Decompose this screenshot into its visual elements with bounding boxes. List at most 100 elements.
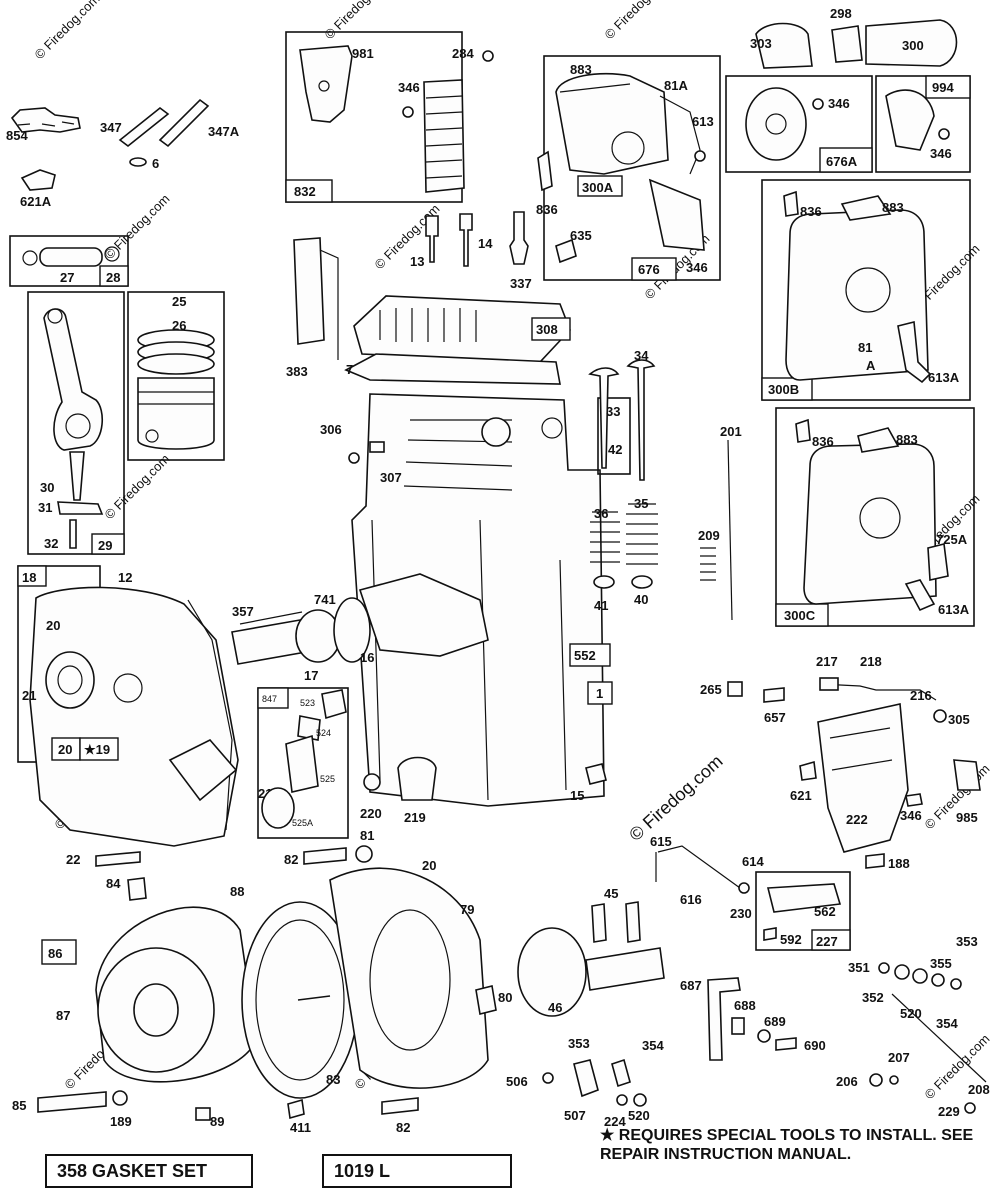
label-981: 981 [352,46,374,61]
label-300: 300 [902,38,924,53]
label-219: 219 [404,810,426,825]
key-357 [239,611,303,625]
label-79: 79 [460,902,474,917]
piston-shape [137,377,215,450]
screw-613 [694,150,706,162]
muffler-300A [555,72,669,175]
label-1: 1 [596,686,603,701]
label-298: 298 [830,6,852,21]
label-17: 17 [304,668,318,683]
label-836b: 836 [800,204,822,219]
label-525: 525 [320,774,335,784]
label-847: 847 [262,694,277,704]
rod-small-end [47,308,63,324]
lock-plate-31 [57,501,104,515]
label-300A: 300A [582,180,614,195]
label-687: 687 [680,978,702,993]
label-A: A [866,358,876,373]
washer-520b [931,973,945,987]
label-836c: 836 [812,434,834,449]
spring-36 [590,511,620,563]
label-207: 207 [888,1050,910,1065]
part-207 [889,1075,899,1085]
muffler-300C-port [859,497,901,539]
label-552: 552 [574,648,596,663]
label-22: 22 [66,852,80,867]
box-300C: 836 883 725A 613A 300C [775,407,975,627]
nut-305 [933,709,947,723]
seal-20 [45,651,95,709]
label-21a: 21 [22,688,36,703]
label-676A: 676A [826,154,858,169]
label-189: 189 [110,1114,132,1129]
box-832: 981 284 346 832 [285,31,494,203]
label-265: 265 [700,682,722,697]
label-81A: 81A [664,78,688,93]
part-307 [369,441,385,453]
rod-big-end [65,413,91,439]
part-621A-shape [20,169,56,191]
tag-18 [17,565,47,587]
part-81A-b [897,320,932,384]
rod-616 [657,845,741,889]
muffler-300B-port [845,267,891,313]
label-83: 83 [326,1072,340,1087]
label-836a: 836 [536,202,558,217]
watermark-text: © Firedog.com [102,451,173,522]
label-86: 86 [48,946,62,961]
retainer-right [104,246,120,262]
block-bore [481,417,511,447]
part-635 [555,238,577,264]
label-300B: 300B [768,382,799,397]
box-676A-frame [725,75,873,173]
cover-boss [113,673,143,703]
label-41: 41 [594,598,608,613]
label-217: 217 [816,654,838,669]
part-300 [865,19,958,67]
label-741: 741 [314,592,336,607]
label-854: 854 [6,128,28,143]
muffler-300B [785,209,929,381]
screw-188 [865,853,885,869]
governor-part-21 [168,739,238,802]
label-20b: 20 [58,742,72,757]
tag-552 [569,643,611,667]
retainer-41 [593,575,615,589]
label-305: 305 [948,712,970,727]
muffler-grid [611,131,645,165]
label-346c: 346 [828,96,850,111]
tappet-45a [591,903,607,943]
box-227-frame [755,871,851,951]
watermark-text: © Firedog.com [102,191,173,262]
part-836c [795,418,811,443]
part-206 [869,1073,883,1087]
bearing-17 [295,609,341,663]
part-84 [127,877,147,901]
part-676A-hole [765,113,787,135]
label-306: 306 [320,422,342,437]
label-34: 34 [634,348,649,363]
box-28-frame [9,235,129,287]
shaft [297,995,331,1001]
link-854-shape [10,107,81,133]
box-847: 847 523 524 525 525A 220 219 [257,687,437,839]
label-985: 985 [956,810,978,825]
label-353b: 353 [956,934,978,949]
bolt-22 [95,851,141,867]
piston-pin-hole [145,429,159,443]
label-87: 87 [56,1008,70,1023]
rod-347-shape [118,106,170,148]
watermark-text: © Firedog.com [602,0,673,42]
label-351: 351 [848,960,870,975]
label-216: 216 [910,688,932,703]
sump-flange [187,599,233,831]
label-353a: 353 [568,1036,590,1051]
label-346d: 346 [930,146,952,161]
box-227: 615 614 616 230 562 592 227 [650,834,851,951]
label-188: 188 [888,856,910,871]
part-994 [885,89,935,151]
label-613A2: 613A [938,602,970,617]
part-353a [573,1059,599,1098]
label-30: 30 [40,480,54,495]
housing-hub [133,983,179,1037]
